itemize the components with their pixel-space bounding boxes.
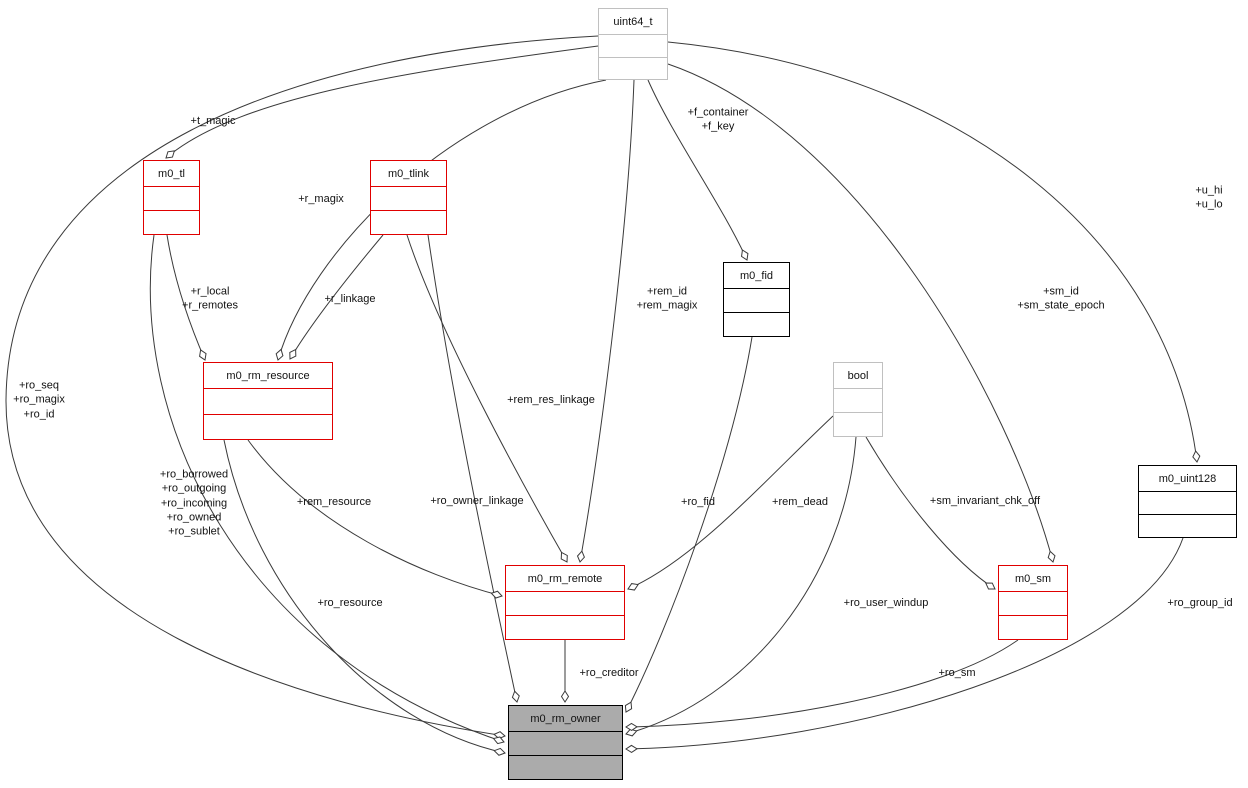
edge-sm-id-sm-state-epoch	[667, 63, 1056, 563]
attributes-compartment	[599, 35, 667, 58]
class-name[interactable]: bool	[834, 363, 882, 389]
operations-compartment	[371, 211, 446, 234]
class-name[interactable]: m0_sm	[999, 566, 1067, 592]
edge-ro-group-id	[625, 537, 1184, 753]
attributes-compartment	[724, 289, 789, 313]
attributes-compartment	[1139, 492, 1236, 515]
attributes-compartment	[204, 389, 332, 415]
edge-sm-invariant-chk-off	[865, 436, 996, 590]
class-node-m0-uint128[interactable]: m0_uint128	[1138, 465, 1237, 538]
class-node-m0-rm-remote[interactable]: m0_rm_remote	[505, 565, 625, 640]
class-node-m0-fid[interactable]: m0_fid	[723, 262, 790, 337]
class-node-bool[interactable]: bool	[833, 362, 883, 437]
class-node-m0-rm-resource[interactable]: m0_rm_resource	[203, 362, 333, 440]
attributes-compartment	[834, 389, 882, 413]
edge-u-hi-u-lo	[667, 41, 1201, 463]
operations-compartment	[999, 616, 1067, 639]
edge-rem-resource	[247, 439, 503, 599]
attributes-compartment	[999, 592, 1067, 616]
class-name[interactable]: m0_fid	[724, 263, 789, 289]
class-node-m0-tl[interactable]: m0_tl	[143, 160, 200, 235]
attributes-compartment	[509, 732, 622, 756]
edge-ro-owner-linkage	[427, 234, 520, 703]
class-name[interactable]: m0_rm_remote	[506, 566, 624, 592]
edge-ro-seq-ro-magix-ro-id	[5, 35, 599, 740]
edge-rem-res-linkage	[406, 234, 568, 563]
class-node-uint64-t[interactable]: uint64_t	[598, 8, 668, 80]
class-name[interactable]: m0_rm_owner	[509, 706, 622, 732]
edge-f-container-f-key	[647, 79, 749, 261]
operations-compartment	[509, 756, 622, 779]
class-name[interactable]: m0_uint128	[1139, 466, 1236, 492]
attributes-compartment	[506, 592, 624, 616]
operations-compartment	[506, 616, 624, 639]
edge-r-local-r-remotes	[166, 234, 207, 361]
edge-rem-dead	[627, 415, 834, 591]
operations-compartment	[1139, 515, 1236, 537]
class-node-m0-rm-owner[interactable]: m0_rm_owner	[508, 705, 623, 780]
edge-ro-borrowed-group	[149, 234, 505, 745]
class-node-m0-tlink[interactable]: m0_tlink	[370, 160, 447, 235]
edge-ro-user-windup	[625, 436, 857, 737]
operations-compartment	[599, 58, 667, 80]
class-name[interactable]: uint64_t	[599, 9, 667, 35]
attributes-compartment	[144, 187, 199, 211]
edge-r-linkage	[289, 234, 384, 360]
operations-compartment	[204, 415, 332, 440]
attributes-compartment	[371, 187, 446, 211]
class-name[interactable]: m0_tlink	[371, 161, 446, 187]
edge-ro-fid	[624, 336, 753, 713]
class-node-m0-sm[interactable]: m0_sm	[998, 565, 1068, 640]
edge-ro-sm	[625, 639, 1019, 732]
edge-t-magic	[165, 45, 599, 159]
edge-rem-id-rem-magix	[576, 79, 635, 563]
edge-ro-resource	[223, 439, 506, 756]
class-name[interactable]: m0_tl	[144, 161, 199, 187]
operations-compartment	[834, 413, 882, 436]
operations-compartment	[724, 313, 789, 336]
class-name[interactable]: m0_rm_resource	[204, 363, 332, 389]
operations-compartment	[144, 211, 199, 234]
